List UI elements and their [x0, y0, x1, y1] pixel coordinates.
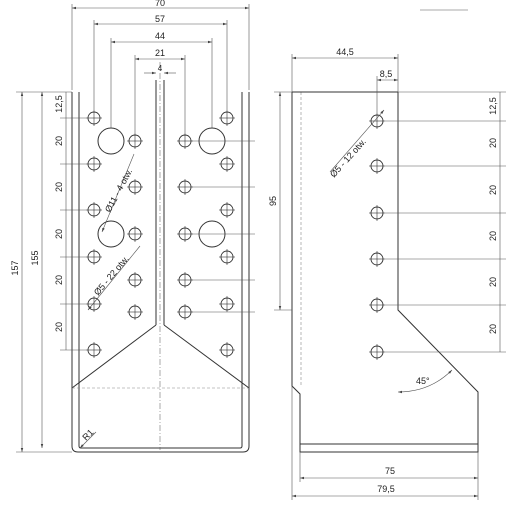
width-4-label: 4: [158, 64, 163, 73]
front-outline: [71, 92, 250, 453]
side-pitch-20-label: 20: [488, 231, 498, 241]
angle-note: 45°: [416, 376, 430, 386]
large-holes-note: Ø11 - 4 otw.: [103, 167, 134, 214]
height-dimensions: 157 155: [10, 91, 72, 453]
side-offset-8-5-label: 8,5: [380, 69, 393, 79]
small-holes: [86, 110, 235, 358]
bend-right: [163, 324, 250, 389]
side-top-dimensions: 44,5 8,5: [291, 47, 399, 113]
front-pitch-dimensions: 12,5 20 20 20 20 20: [54, 92, 86, 351]
front-inner-bottom: [78, 445, 243, 449]
side-outline: [291, 92, 479, 453]
side-pitch-20-label: 20: [488, 277, 498, 287]
large-hole: [97, 220, 125, 248]
front-view: 70 57 44 21 4 157 155: [10, 0, 255, 453]
width-21-label: 21: [155, 48, 165, 58]
pitch-20-label: 20: [54, 182, 64, 192]
side-width-44-5-label: 44,5: [336, 47, 354, 57]
radius-note: R1: [80, 427, 95, 442]
side-pitch-20-label: 20: [488, 324, 498, 334]
side-pitch-dimensions: 12,5 20 20 20 20 20: [385, 91, 506, 353]
width-44-label: 44: [155, 31, 165, 41]
width-70-label: 70: [155, 0, 165, 8]
pitch-20-label: 20: [54, 229, 64, 239]
side-holes-note: Ø5 - 12 otw.: [328, 137, 368, 180]
pitch-20-label: 20: [54, 275, 64, 285]
side-pitch-20-label: 20: [488, 185, 498, 195]
large-hole: [97, 127, 125, 155]
width-57-label: 57: [155, 14, 165, 24]
height-155-label: 155: [30, 250, 40, 265]
side-pitch-12-5-label: 12,5: [488, 97, 498, 115]
side-pitch-20-label: 20: [488, 138, 498, 148]
side-height-95-label: 95: [268, 196, 278, 206]
side-height-dimension: 95: [268, 91, 292, 311]
side-holes: [369, 113, 385, 360]
side-view: 12,5 20 20 20 20 20 44,5 8,5 95 Ø5: [268, 47, 506, 500]
projection-lines: [190, 140, 255, 313]
width-dimensions: 70 57 44 21 4: [71, 0, 250, 133]
base-75-label: 75: [385, 466, 395, 476]
bend-left: [71, 324, 157, 389]
angle-arc: [397, 369, 453, 394]
base-79-5-label: 79,5: [377, 484, 395, 494]
side-annotations: Ø5 - 12 otw. 45°: [328, 109, 453, 394]
pitch-20-label: 20: [54, 136, 64, 146]
height-157-label: 157: [10, 260, 20, 275]
pitch-12-5-label: 12,5: [54, 95, 64, 113]
pitch-20-label: 20: [54, 322, 64, 332]
small-holes-note: Ø5 - 22 otw.: [92, 254, 131, 298]
side-bottom-dimensions: 75 79,5: [291, 386, 479, 500]
